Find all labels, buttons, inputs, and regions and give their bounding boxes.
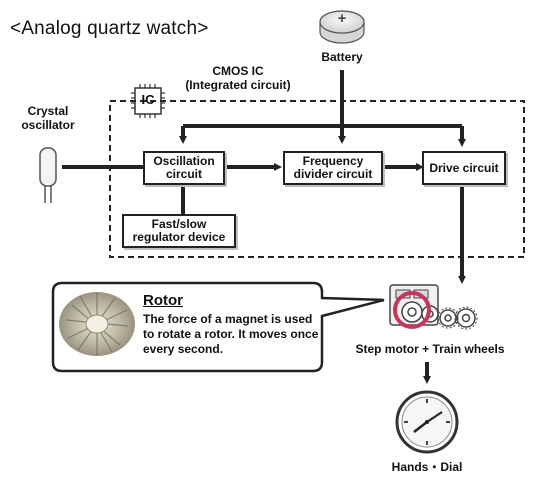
regulator-line1: Fast/slow <box>151 217 207 231</box>
divider-line1: Frequency <box>302 154 364 168</box>
crystal-oscillator-label: Crystal oscillator <box>10 104 86 132</box>
oscillation-circuit-box: Oscillation circuit <box>143 151 225 185</box>
drive-circuit-box: Drive circuit <box>422 151 506 185</box>
battery-label: Battery <box>321 50 363 64</box>
cmos-boundary <box>109 100 525 258</box>
rotor-description: The force of a magnet is used to rotate … <box>143 312 319 356</box>
cmos-ic-title: CMOS IC <box>212 64 264 78</box>
step-motor-label: Step motor + Train wheels <box>355 342 505 356</box>
crystal-label-line2: oscillator <box>21 118 75 132</box>
page-title: <Analog quartz watch> <box>10 18 209 39</box>
oscillation-line1: Oscillation <box>153 154 215 168</box>
drive-line1: Drive circuit <box>429 160 499 175</box>
regulator-device-box: Fast/slow regulator device <box>122 214 236 248</box>
frequency-divider-box: Frequency divider circuit <box>283 151 383 185</box>
rotor-title: Rotor <box>143 292 183 309</box>
ic-chip-text: IC <box>141 92 155 107</box>
crystal-label-line1: Crystal <box>27 104 69 118</box>
divider-line2: divider circuit <box>293 167 373 181</box>
step-motor-icon <box>389 284 478 330</box>
clock-icon <box>395 390 459 454</box>
battery-plus-symbol: + <box>337 10 347 27</box>
rotor-image <box>59 292 135 356</box>
cmos-ic-label: CMOS IC (Integrated circuit) <box>168 64 308 92</box>
oscillation-line2: circuit <box>165 167 202 181</box>
hands-dial-label: Hands・Dial <box>391 460 463 474</box>
crystal-oscillator-icon <box>39 147 57 203</box>
cmos-ic-subtitle: (Integrated circuit) <box>185 78 291 92</box>
battery-icon <box>319 10 365 44</box>
rotor-callout <box>51 281 385 373</box>
regulator-line2: regulator device <box>132 230 226 244</box>
